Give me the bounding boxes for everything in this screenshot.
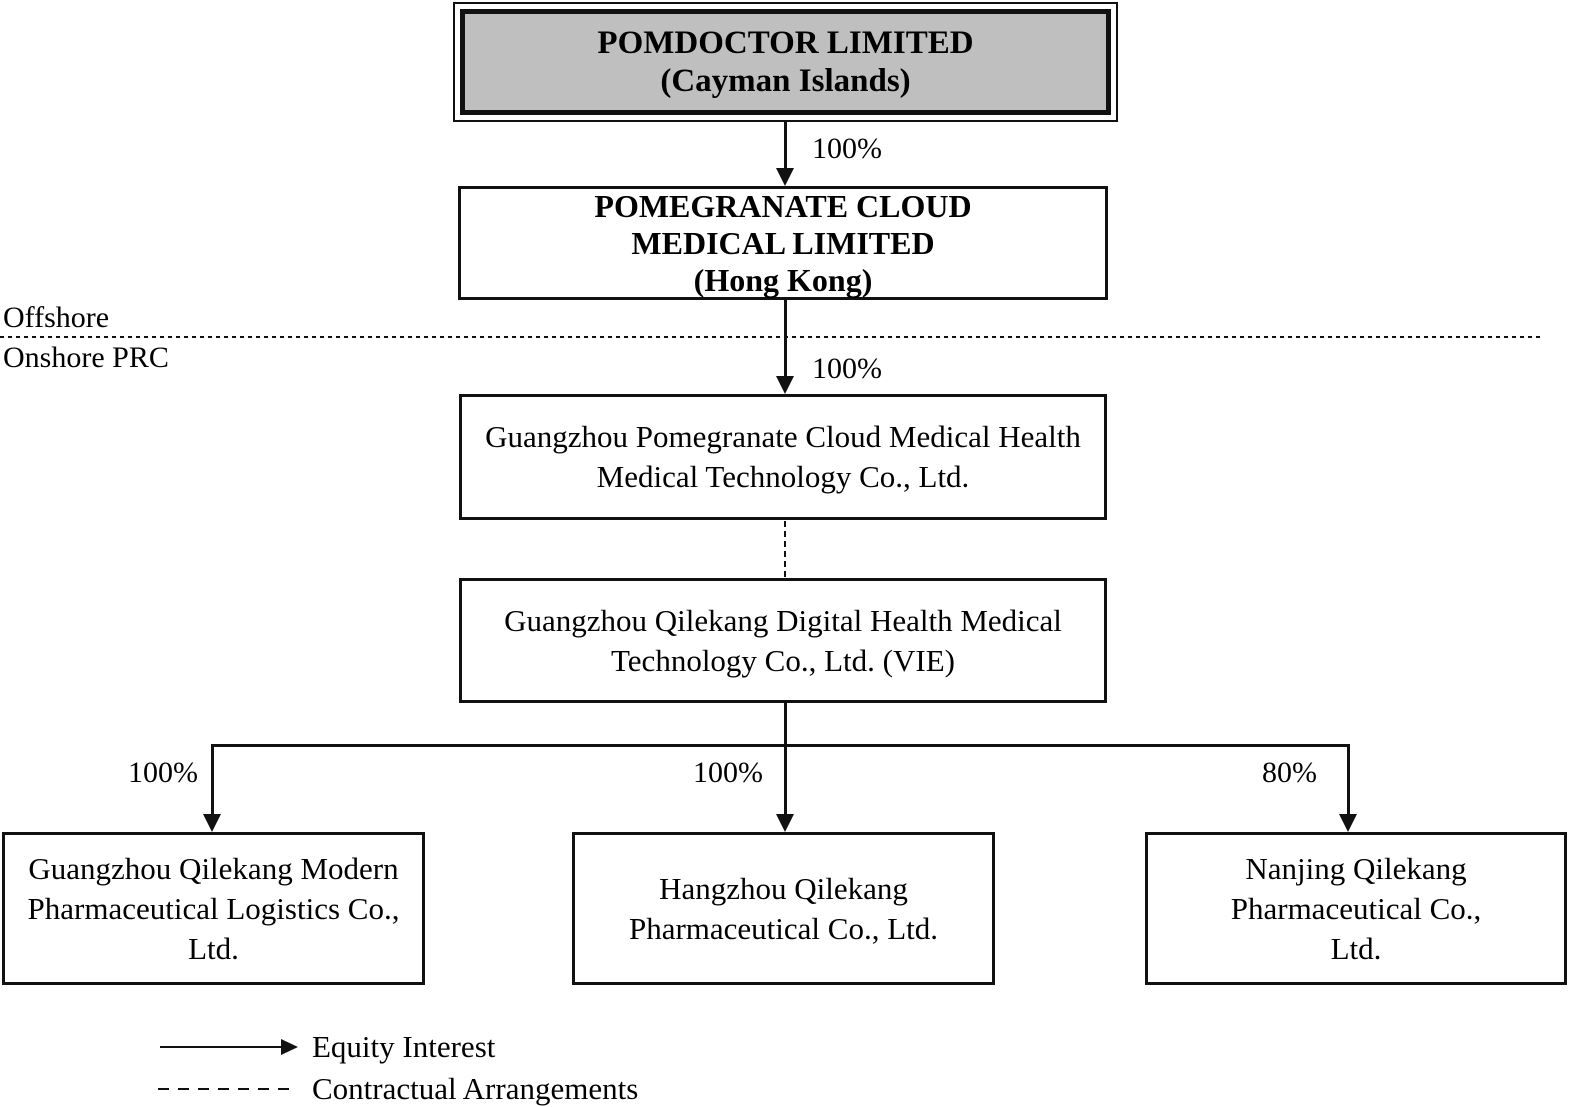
- equity-label-vie-to-nanjing: 80%: [1262, 756, 1317, 789]
- node-vie: Guangzhou Qilekang Digital Health Medica…: [459, 578, 1107, 703]
- node-line: Guangzhou Pomegranate Cloud Medical Heal…: [485, 419, 1081, 454]
- offshore-onshore-divider: [0, 336, 1543, 338]
- onshore-label: Onshore PRC: [3, 341, 169, 374]
- node-line: Guangzhou Qilekang Modern: [28, 850, 399, 886]
- vie-branch-crossbar-line: [211, 744, 1350, 747]
- node-pomdoctor-inner: POMDOCTOR LIMITED (Cayman Islands): [460, 9, 1111, 115]
- node-line: Pharmaceutical Logistics Co.,: [27, 890, 400, 926]
- legend-equity-arrow-head-icon: [281, 1039, 298, 1055]
- node-nanjing: Nanjing Qilekang Pharmaceutical Co., Ltd…: [1145, 832, 1567, 985]
- node-line: Pharmaceutical Co.,: [1230, 890, 1482, 926]
- legend-contractual-line-icon: [158, 1088, 298, 1090]
- node-pomegranate-hk: POMEGRANATE CLOUD MEDICAL LIMITED (Hong …: [458, 186, 1108, 300]
- equity-arrow-hk-to-wfoe-line: [784, 300, 787, 378]
- node-line: Hangzhou Qilekang: [659, 870, 908, 906]
- equity-arrow-vie-to-logistics-head-icon: [203, 814, 221, 832]
- node-line: Pharmaceutical Co., Ltd.: [628, 910, 939, 946]
- equity-arrow-vie-to-hangzhou-line: [784, 744, 787, 814]
- node-line: Guangzhou Qilekang Digital Health Medica…: [504, 602, 1062, 638]
- legend-equity-arrow-line: [160, 1046, 282, 1048]
- node-hangzhou: Hangzhou Qilekang Pharmaceutical Co., Lt…: [572, 832, 995, 985]
- node-line: Ltd.: [1330, 930, 1382, 966]
- equity-label-vie-to-logistics: 100%: [128, 756, 198, 789]
- legend-equity-label: Equity Interest: [312, 1029, 496, 1064]
- equity-arrow-pomdoctor-to-hk-line: [784, 122, 787, 170]
- equity-label-hk-to-wfoe: 100%: [812, 352, 882, 385]
- node-line: Ltd.: [188, 930, 239, 966]
- node-line: POMEGRANATE CLOUD: [594, 187, 972, 224]
- equity-arrow-vie-to-logistics-line: [211, 744, 214, 814]
- node-line: Technology Co., Ltd. (VIE): [611, 642, 955, 678]
- equity-label-vie-to-hangzhou: 100%: [693, 756, 763, 789]
- node-line: (Hong Kong): [693, 261, 873, 298]
- node-line: Medical Technology Co., Ltd.: [596, 459, 970, 494]
- node-line: MEDICAL LIMITED: [631, 224, 935, 261]
- equity-arrow-vie-to-nanjing-line: [1347, 744, 1350, 814]
- equity-label-pomdoctor-to-hk: 100%: [812, 132, 882, 165]
- equity-arrow-pomdoctor-to-hk-head-icon: [776, 168, 794, 186]
- node-guangzhou-logistics: Guangzhou Qilekang Modern Pharmaceutical…: [2, 832, 425, 985]
- equity-arrow-hk-to-wfoe-head-icon: [776, 376, 794, 394]
- equity-arrow-vie-to-nanjing-head-icon: [1339, 814, 1357, 832]
- node-pomdoctor: POMDOCTOR LIMITED (Cayman Islands): [453, 2, 1118, 122]
- offshore-label: Offshore: [3, 301, 110, 334]
- legend-contractual-label: Contractual Arrangements: [312, 1071, 639, 1106]
- node-line: (Cayman Islands): [660, 63, 911, 99]
- vie-branch-stem-line: [784, 703, 787, 745]
- node-line: POMDOCTOR LIMITED: [597, 25, 974, 61]
- equity-arrow-vie-to-hangzhou-head-icon: [776, 814, 794, 832]
- node-guangzhou-wfoe: Guangzhou Pomegranate Cloud Medical Heal…: [459, 394, 1107, 520]
- contractual-connector-wfoe-to-vie: [784, 521, 786, 577]
- node-line: Nanjing Qilekang: [1245, 850, 1467, 886]
